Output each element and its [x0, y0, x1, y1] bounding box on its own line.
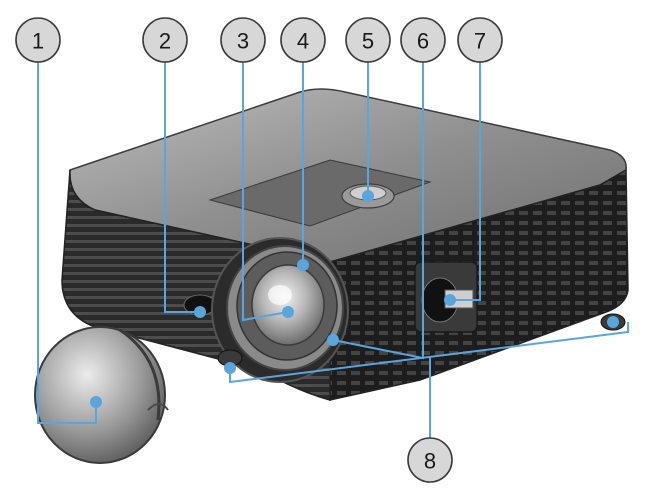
leader-1 — [37, 60, 97, 424]
callout-2: 2 — [142, 17, 188, 63]
callout-3: 3 — [220, 17, 266, 63]
callout-1: 1 — [15, 17, 61, 63]
callout-6-label: 6 — [417, 29, 429, 54]
callout-4-label: 4 — [297, 29, 309, 54]
lens-cap — [34, 326, 169, 464]
leader-lines — [37, 60, 629, 438]
callout-7-label: 7 — [474, 29, 486, 54]
leader-3 — [242, 62, 289, 322]
leader-endpoints — [90, 190, 619, 408]
lens-assembly — [211, 237, 349, 383]
callout-4: 4 — [280, 17, 326, 63]
callout-8: 8 — [407, 437, 453, 483]
lens-glass — [251, 264, 325, 346]
leader-2 — [164, 62, 200, 313]
callout-2-label: 2 — [159, 29, 171, 54]
callout-8-label: 8 — [424, 449, 436, 474]
callout-3-label: 3 — [237, 29, 249, 54]
callout-1-label: 1 — [32, 29, 44, 54]
callout-5: 5 — [345, 17, 391, 63]
lens-shift-recess — [208, 159, 432, 227]
callout-5-label: 5 — [362, 29, 374, 54]
callout-6: 6 — [400, 17, 446, 63]
leader-7 — [450, 62, 481, 301]
callout-7: 7 — [457, 17, 503, 63]
